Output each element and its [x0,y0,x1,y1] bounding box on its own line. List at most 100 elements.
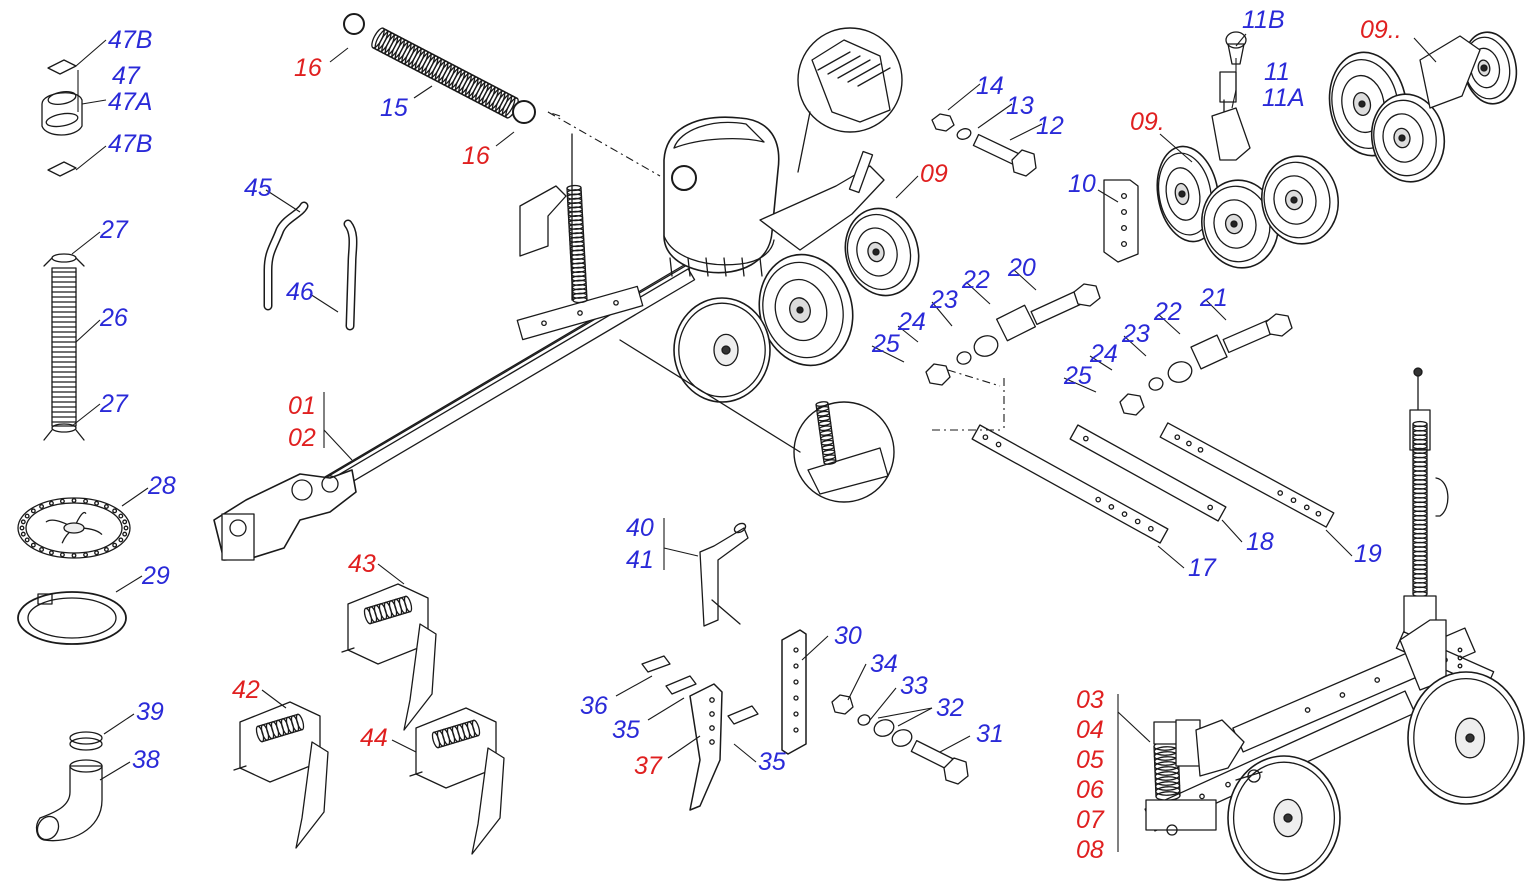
detail-pointer [797,111,811,173]
bar-hole [541,320,547,327]
link-17 [971,424,1169,544]
part-label-27: 27 [99,216,129,244]
leader-line [115,575,143,593]
hub-bolt [1290,196,1298,204]
leader-line [377,563,405,585]
part-label-14: 14 [976,72,1004,100]
bar-hole [1134,518,1141,525]
bolt-head-21 [1265,313,1293,337]
hub-bolt [1398,134,1406,142]
part-label-37: 37 [634,752,663,780]
coil-turn [1154,771,1180,781]
leader-line [1205,299,1227,321]
hopper-rib [741,257,745,277]
part-label-42: 42 [232,676,260,704]
seed-hole [71,498,77,503]
leader-line [75,145,107,171]
unit-housing [1175,719,1201,767]
frame-hole [1457,663,1463,669]
seed-hole [103,547,109,552]
part-label-07: 07 [1076,806,1105,834]
shank-blade [471,747,505,855]
hopper-rib [759,257,763,277]
part-labels: 47B4747A47B27262728293938161516454601024… [99,6,1402,864]
unit-base [1145,799,1217,831]
shank-blade [403,623,437,731]
part-label-47B: 47B [108,130,152,158]
bar-outline [1069,424,1227,522]
bar-hole [1082,435,1089,442]
shank-pin [341,647,355,653]
seed-hole [30,508,36,514]
washer-24a [956,351,972,365]
opener-disc [673,297,771,403]
coil-turn [1154,781,1181,791]
part-label-41: 41 [626,546,654,574]
hopper-lid [673,121,765,149]
leader-line [71,231,101,255]
line [75,429,85,441]
bar-outline [1190,334,1228,370]
seed-hole [48,550,54,556]
part-label-43: 43 [348,550,376,578]
part-label-09: 09 [920,160,948,188]
coil-turn [1154,761,1180,771]
hub-bolt [1178,190,1186,198]
bracket-hole [1120,240,1128,248]
bushing-22a [995,304,1037,342]
front-disc [1227,755,1341,881]
part-label-18: 18 [1246,528,1274,556]
part-label-19: 19 [1354,540,1382,568]
seed-hole [24,513,30,519]
part-label-47: 47 [112,62,141,90]
leader-line [121,487,149,507]
leader-line [947,83,981,111]
part-label-40: 40 [626,514,654,542]
coil-edge [437,735,479,749]
hub-center [1283,813,1293,823]
unit-pin [1166,824,1178,836]
hopper-rib [723,257,727,277]
part-label-08: 08 [1076,836,1104,864]
seed-hole [20,519,26,525]
seed-hole [94,550,100,556]
holder-tip [733,522,747,534]
coil-edge [433,719,475,733]
seed-hole [112,542,118,548]
seed-hole [39,547,45,552]
rim [1165,167,1201,221]
rim [1273,175,1317,225]
part-label-06: 06 [1076,776,1104,804]
coil-turn [1154,776,1181,786]
frame-09b [1419,35,1481,109]
knife-hole [709,739,715,745]
leader-line [323,429,353,461]
hub-bolt [1480,64,1488,72]
part-label-35: 35 [758,748,786,776]
hopper-rib [687,257,691,277]
shank-pin [233,765,247,771]
nut-25a [925,363,951,386]
downforce-spring [566,184,588,304]
leader-line [391,739,417,753]
washer-13 [956,128,972,140]
seed-hole [30,542,36,548]
part-label-30: 30 [834,622,862,650]
part-label-03: 03 [1076,686,1104,714]
corrugated-hose-15 [371,27,519,119]
pivot-boss-2 [321,475,339,493]
nut-25b [1119,393,1145,416]
coulter-43 [341,583,437,731]
coil-turn [1153,746,1179,756]
tire-inner [846,213,912,291]
coil-turn [1154,766,1180,776]
wheel-09-right [1261,155,1339,245]
bar-hole [1174,434,1181,441]
part-label-17: 17 [1188,554,1217,582]
bar-hole [982,434,989,441]
part-label-47B: 47B [108,26,152,54]
hub-bolt [1230,220,1238,228]
bracket-hole [793,663,799,669]
clip-27-bottom [51,423,77,433]
seed-hole [122,531,128,537]
